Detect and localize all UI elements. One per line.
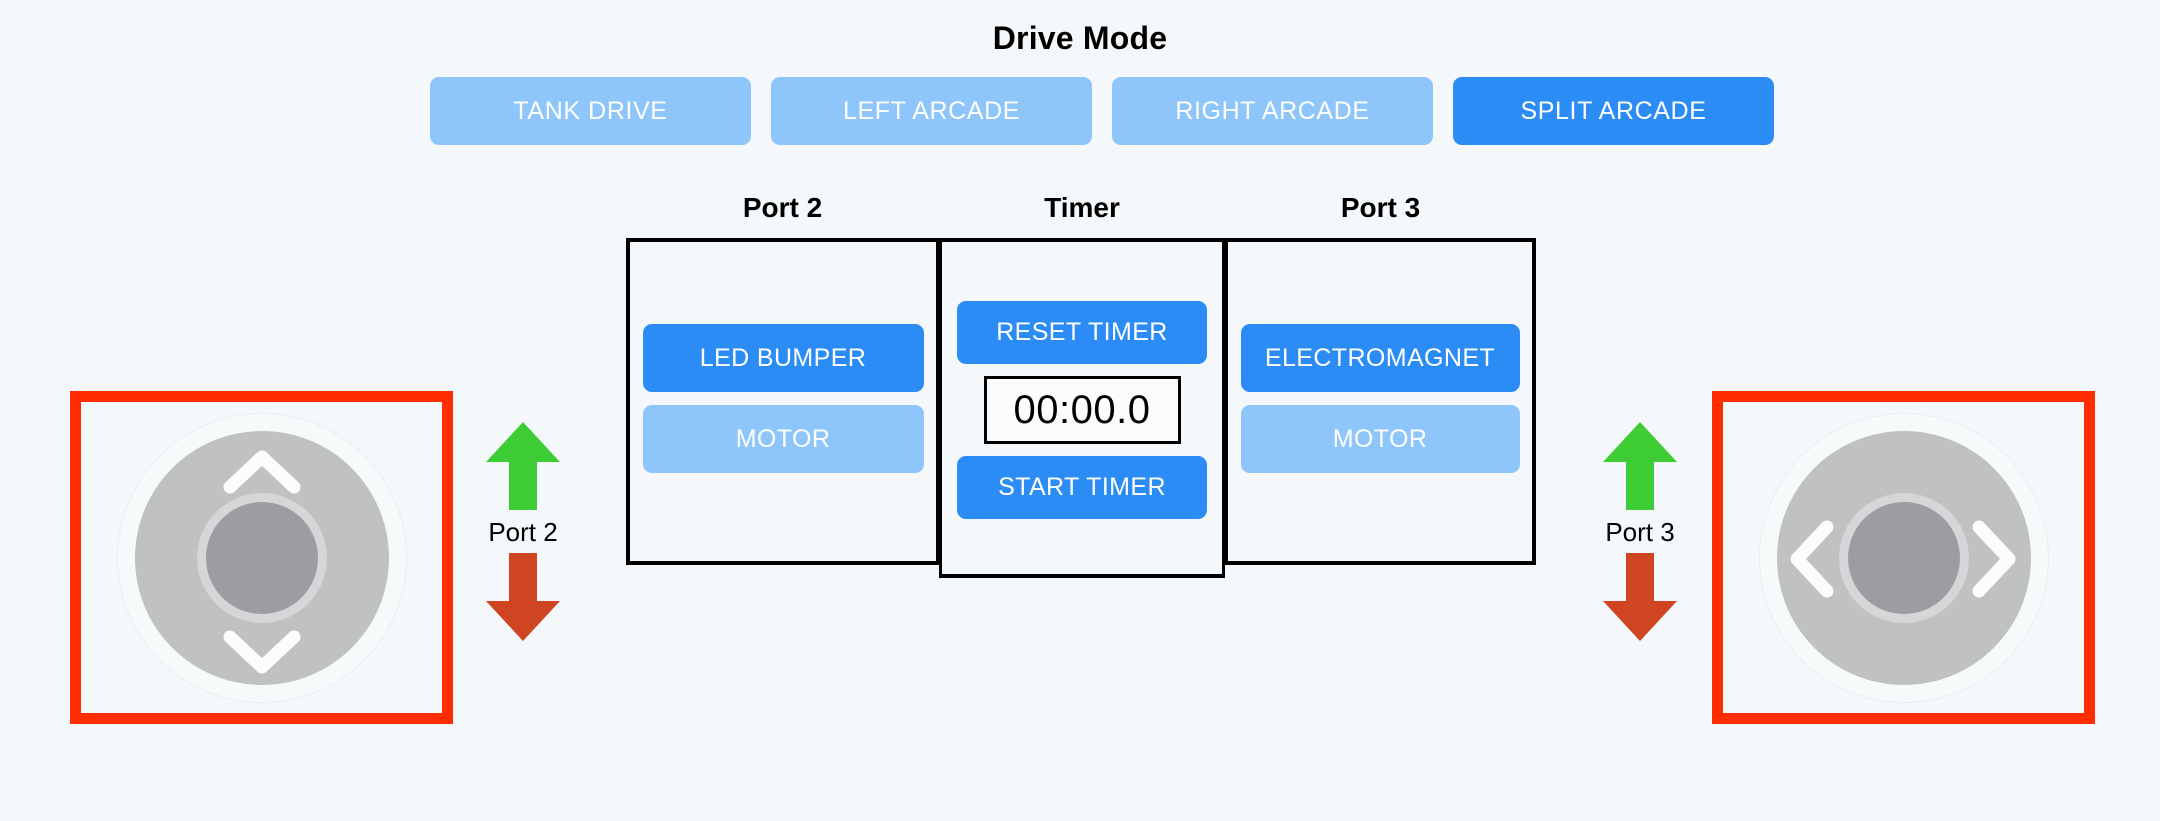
drive-mode-label: SPLIT ARCADE: [1520, 96, 1707, 125]
drive-mode-tank-drive[interactable]: TANK DRIVE: [430, 77, 751, 145]
joystick-knob[interactable]: [1847, 501, 1960, 614]
panel-header-port-2: Port 2: [742, 192, 823, 223]
drive-mode-label: TANK DRIVE: [513, 96, 668, 125]
drive-mode-right-arcade[interactable]: RIGHT ARCADE: [1112, 77, 1433, 145]
panel-column-port-3: ELECTROMAGNET MOTOR: [1225, 238, 1536, 565]
control-panel: LED BUMPER MOTOR RESET TIMER 00:00.0 STA…: [626, 238, 1536, 578]
timer-value: 00:00.0: [1013, 387, 1151, 432]
left-joystick-panel[interactable]: [70, 391, 453, 724]
chevron-up-icon[interactable]: [222, 449, 302, 495]
electromagnet-label: ELECTROMAGNET: [1264, 343, 1496, 372]
start-timer-button[interactable]: START TIMER: [957, 456, 1207, 519]
start-timer-label: START TIMER: [998, 473, 1166, 501]
panel-header-timer: Timer: [1044, 192, 1120, 223]
port-2-label: Port 2: [488, 517, 558, 547]
drive-mode-label: LEFT ARCADE: [842, 96, 1021, 125]
right-joystick-panel[interactable]: [1712, 391, 2095, 724]
drive-mode-label: RIGHT ARCADE: [1175, 96, 1370, 125]
panel-header-row: Port 2 Timer Port 3: [626, 192, 1536, 224]
electromagnet-button[interactable]: ELECTROMAGNET: [1240, 324, 1520, 392]
port-3-motor-button[interactable]: MOTOR: [1240, 405, 1520, 473]
drive-mode-split-arcade[interactable]: SPLIT ARCADE: [1453, 77, 1774, 145]
panel-header-port-3: Port 3: [1340, 192, 1421, 223]
left-joystick[interactable]: [116, 412, 407, 703]
drive-mode-button-group: TANK DRIVE LEFT ARCADE RIGHT ARCADE SPLI…: [430, 77, 1774, 145]
up-arrow-icon[interactable]: [485, 420, 561, 512]
port-3-arrow-controls: Port 3: [1580, 420, 1700, 643]
down-arrow-icon[interactable]: [1602, 551, 1678, 643]
led-bumper-label: LED BUMPER: [699, 343, 867, 372]
panel-column-port-2: LED BUMPER MOTOR: [626, 238, 939, 565]
chevron-down-icon[interactable]: [222, 629, 302, 675]
port-3-motor-label: MOTOR: [1332, 424, 1428, 453]
right-joystick[interactable]: [1758, 412, 2049, 703]
chevron-left-icon[interactable]: [1789, 519, 1835, 599]
port-2-arrow-controls: Port 2: [463, 420, 583, 643]
chevron-right-icon[interactable]: [1971, 519, 2017, 599]
port-2-motor-label: MOTOR: [735, 424, 831, 453]
up-arrow-icon[interactable]: [1602, 420, 1678, 512]
reset-timer-button[interactable]: RESET TIMER: [957, 301, 1207, 364]
port-3-label: Port 3: [1605, 517, 1675, 547]
port-2-motor-button[interactable]: MOTOR: [642, 405, 924, 473]
led-bumper-button[interactable]: LED BUMPER: [642, 324, 924, 392]
timer-display: 00:00.0: [983, 376, 1181, 444]
joystick-knob[interactable]: [205, 501, 318, 614]
page-title: Drive Mode: [992, 20, 1168, 56]
drive-mode-left-arcade[interactable]: LEFT ARCADE: [771, 77, 1092, 145]
reset-timer-label: RESET TIMER: [996, 318, 1168, 346]
down-arrow-icon[interactable]: [485, 551, 561, 643]
panel-column-timer: RESET TIMER 00:00.0 START TIMER: [939, 238, 1225, 578]
